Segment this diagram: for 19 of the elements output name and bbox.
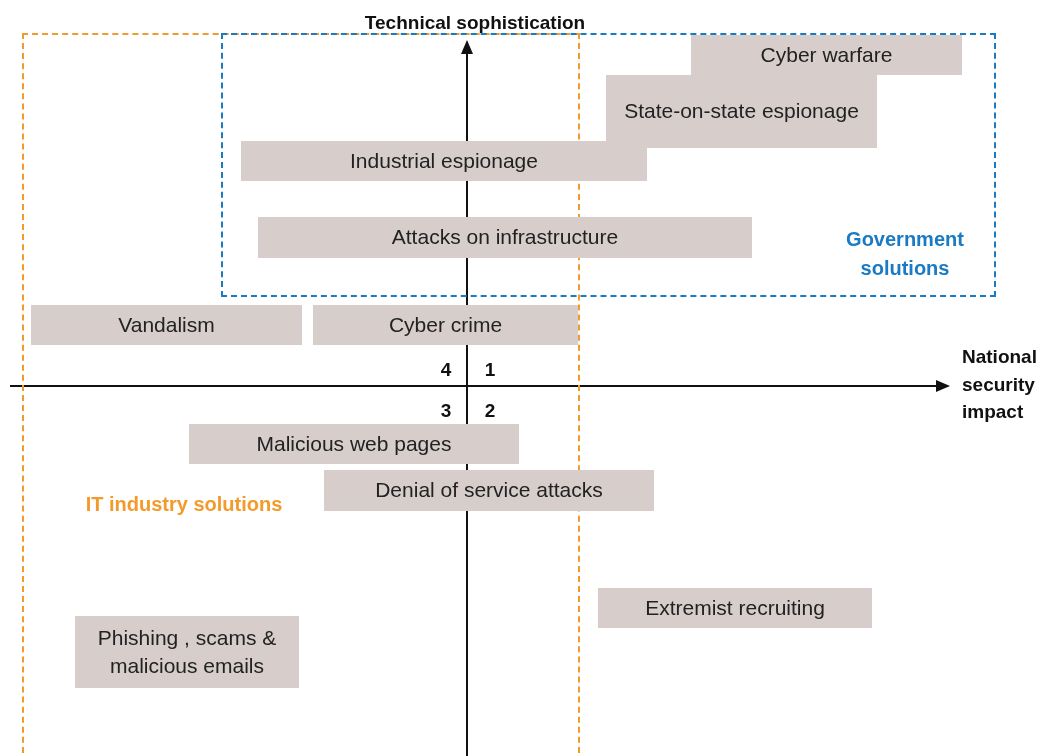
quadrant-number: 3 [439, 399, 453, 423]
region-label: IT industry solutions [84, 492, 284, 517]
threat-box: Phishing , scams & malicious emails [75, 616, 299, 688]
threat-box: Industrial espionage [241, 141, 647, 181]
threat-box: State-on-state espionage [606, 75, 877, 148]
threat-box: Vandalism [31, 305, 302, 345]
axis-label: Technical sophistication [363, 11, 587, 35]
quadrant-number: 4 [439, 358, 453, 382]
threat-box: Extremist recruiting [598, 588, 872, 628]
threat-box: Malicious web pages [189, 424, 519, 464]
dashed-region [221, 33, 996, 297]
threat-box: Denial of service attacks [324, 470, 654, 511]
quadrant-number: 1 [483, 358, 497, 382]
axis-label: National security impact [962, 345, 1038, 425]
region-label: Government solutions [845, 227, 965, 281]
threat-box: Attacks on infrastructure [258, 217, 752, 258]
threat-box: Cyber crime [313, 305, 578, 345]
quadrant-number: 2 [483, 399, 497, 423]
threat-box: Cyber warfare [691, 35, 962, 75]
